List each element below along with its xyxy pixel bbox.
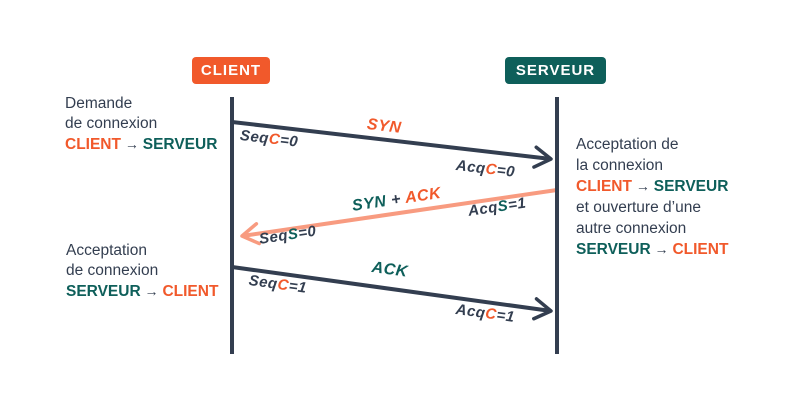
server-actor-badge: SERVEUR [505, 57, 606, 84]
note-line: Acceptation de [576, 136, 679, 153]
client-actor-badge: CLIENT [192, 57, 270, 84]
server-word: SERVEUR [66, 283, 141, 300]
right-arrow-glyph: → [124, 136, 139, 152]
server-word: SERVEUR [142, 136, 218, 153]
note-line: la connexion [576, 157, 664, 174]
seq-value: =0 [297, 222, 318, 243]
syn-part: SYN [351, 192, 388, 215]
right-arrow-glyph: → [144, 283, 159, 299]
acq-prefix: Acq [455, 157, 487, 178]
note-line: de connexion [66, 262, 159, 279]
note-line: autre connexion [576, 220, 687, 237]
note-line: CLIENT → SERVEUR [576, 176, 728, 197]
note-connection-accept-left: Acceptation de connexion SERVEUR → CLIEN… [66, 241, 218, 302]
client-word: CLIENT [162, 283, 219, 300]
ack-arrow [231, 265, 553, 321]
seq-value: =1 [287, 277, 308, 297]
note-line: SERVEUR → CLIENT [576, 239, 728, 260]
syn-ack-arrow [240, 188, 558, 246]
server-word: SERVEUR [576, 241, 651, 258]
note-line: Acceptation [66, 242, 147, 259]
seq-value: =0 [279, 131, 300, 151]
note-line: SERVEUR → CLIENT [66, 281, 218, 302]
note-line: CLIENT → SERVEUR [65, 134, 217, 155]
note-line: et ouverture d’une [576, 199, 701, 216]
right-arrow-glyph: → [654, 241, 669, 257]
client-word: CLIENT [672, 241, 729, 258]
client-word: CLIENT [65, 136, 121, 153]
plus-part: + [385, 190, 407, 210]
note-line: Demande [65, 95, 133, 112]
acq-value: =1 [506, 194, 528, 214]
seq-prefix: Seq [239, 127, 270, 148]
client-word: CLIENT [576, 178, 632, 195]
syn-label: SYN [366, 116, 403, 137]
acq-value: =1 [495, 306, 516, 326]
right-arrow-glyph: → [635, 178, 650, 194]
note-line: de connexion [65, 115, 158, 132]
syn-arrow [231, 120, 553, 169]
note-connection-request: Demande de connexion CLIENT → SERVEUR [65, 94, 217, 155]
note-connection-accept-right: Acceptation de la connexion CLIENT → SER… [576, 134, 728, 260]
acq-value: =0 [495, 161, 516, 181]
server-word: SERVEUR [653, 178, 729, 195]
